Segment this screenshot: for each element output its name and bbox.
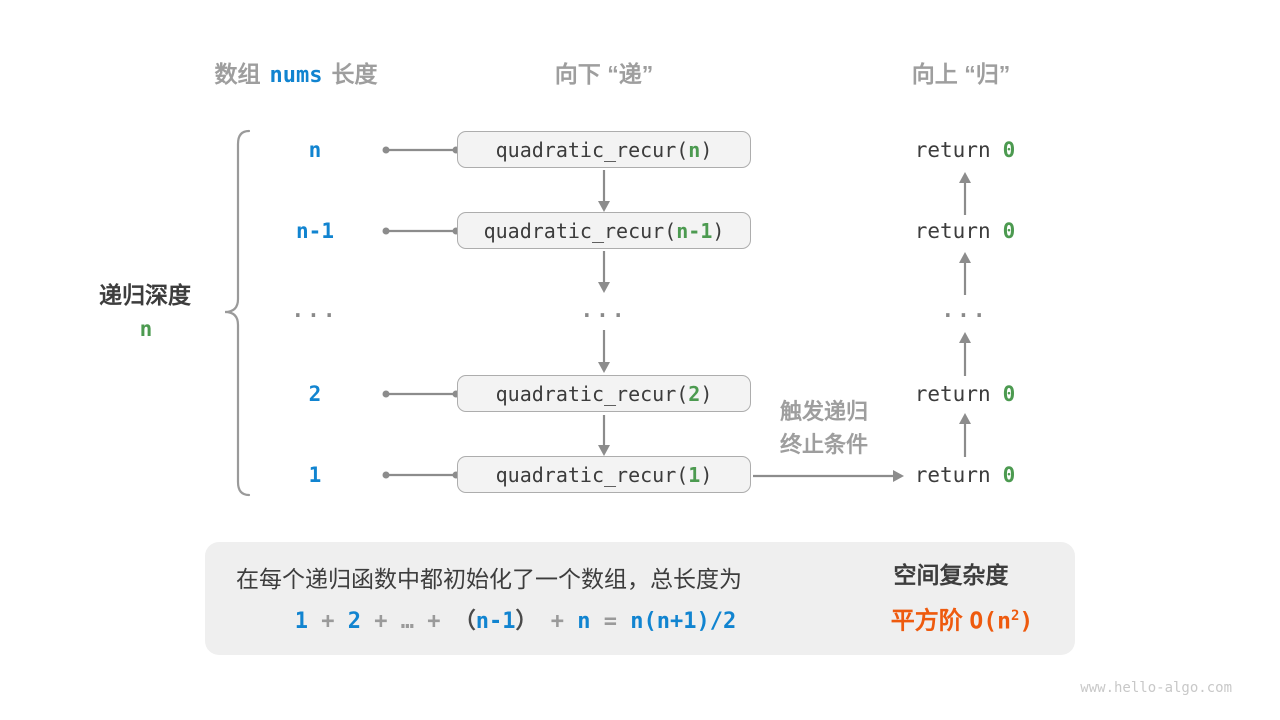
- return-keyword: return: [914, 382, 991, 406]
- header-array-length: 数组 nums 长度: [215, 55, 378, 89]
- call-close: ): [700, 137, 713, 162]
- call-arg: 1: [688, 462, 701, 487]
- depth-connector-lines: [382, 146, 460, 479]
- call-arg: n: [688, 137, 701, 162]
- header-return-up: 向上 “归”: [911, 61, 1011, 87]
- formula-term: 1: [294, 609, 308, 634]
- return-value: 0: [1002, 463, 1016, 487]
- down-arrow-icons: [598, 170, 610, 456]
- brace-icon: [224, 129, 251, 497]
- header-array-suffix: 长度: [331, 61, 378, 87]
- complexity-label: 空间复杂度: [893, 562, 1009, 588]
- depth-label-2: 2: [308, 382, 322, 406]
- depth-label-1: 1: [308, 463, 322, 487]
- return-keyword: return: [914, 138, 991, 162]
- return-value: 0: [1002, 138, 1016, 162]
- formula-paren: （: [453, 609, 476, 634]
- complexity-big-o: O(n2): [969, 607, 1034, 635]
- call-close: ): [700, 462, 713, 487]
- formula-op: +: [360, 609, 401, 634]
- formula-op: +: [537, 609, 578, 634]
- call-fn: quadratic_recur(: [495, 381, 689, 406]
- depth-label-n: n: [308, 138, 322, 162]
- base-case-note-line1: 触发递归: [779, 399, 869, 424]
- header-nums-code: nums: [269, 63, 323, 88]
- call-box-n: quadratic_recur(n): [457, 131, 751, 168]
- call-close: ): [700, 381, 713, 406]
- call-close: ): [712, 218, 725, 243]
- return-keyword: return: [914, 463, 991, 487]
- formula-ellipsis: …: [400, 609, 414, 634]
- return-value: 0: [1002, 382, 1016, 406]
- depth-ellipsis: ...: [291, 298, 339, 322]
- header-array-prefix: 数组: [214, 61, 261, 87]
- return-statement-n: return 0: [915, 138, 1016, 162]
- big-o-open: O(n: [969, 608, 1011, 635]
- formula-op: +: [413, 609, 454, 634]
- call-ellipsis: ...: [580, 298, 628, 322]
- return-keyword: return: [914, 219, 991, 243]
- return-ellipsis: ...: [941, 298, 989, 322]
- formula-term: n: [577, 609, 591, 634]
- return-value: 0: [1002, 219, 1016, 243]
- header-recurse-down: 向下 “递”: [554, 61, 654, 87]
- recursion-depth-label: 递归深度: [99, 282, 191, 308]
- return-statement-n-1: return 0: [915, 219, 1016, 243]
- up-arrow-icons: [959, 172, 971, 457]
- summary-description: 在每个递归函数中都初始化了一个数组，总长度为: [236, 566, 742, 592]
- formula-term: n-1: [475, 609, 516, 634]
- call-fn: quadratic_recur(: [495, 137, 689, 162]
- big-o-exponent: 2: [1010, 607, 1020, 624]
- call-box-n-1: quadratic_recur(n-1): [457, 212, 751, 249]
- complexity-order: 平方阶: [890, 607, 963, 635]
- big-o-close: ): [1019, 608, 1034, 635]
- summary-formula: 1 + 2 + … + （n-1） + n = n(n+1)/2: [242, 578, 737, 660]
- summary-box: [205, 542, 1075, 655]
- formula-result: n(n+1)/2: [630, 609, 737, 634]
- call-box-2: quadratic_recur(2): [457, 375, 751, 412]
- formula-op: +: [307, 609, 348, 634]
- complexity-value: 平方阶 O(n2): [891, 601, 1034, 636]
- call-arg: n-1: [676, 218, 713, 243]
- watermark: www.hello-algo.com: [1080, 680, 1232, 696]
- formula-term: 2: [347, 609, 361, 634]
- call-fn: quadratic_recur(: [495, 462, 689, 487]
- base-case-arrow-icon: [753, 470, 904, 482]
- call-fn: quadratic_recur(: [483, 218, 677, 243]
- return-statement-2: return 0: [915, 382, 1016, 406]
- call-box-1: quadratic_recur(1): [457, 456, 751, 493]
- formula-paren: ）: [515, 609, 538, 634]
- depth-label-n-1: n-1: [296, 219, 334, 243]
- base-case-note-line2: 终止条件: [779, 432, 869, 457]
- formula-op: =: [590, 609, 631, 634]
- return-statement-1: return 0: [915, 463, 1016, 487]
- call-arg: 2: [688, 381, 701, 406]
- recursion-depth-value: n: [139, 317, 153, 341]
